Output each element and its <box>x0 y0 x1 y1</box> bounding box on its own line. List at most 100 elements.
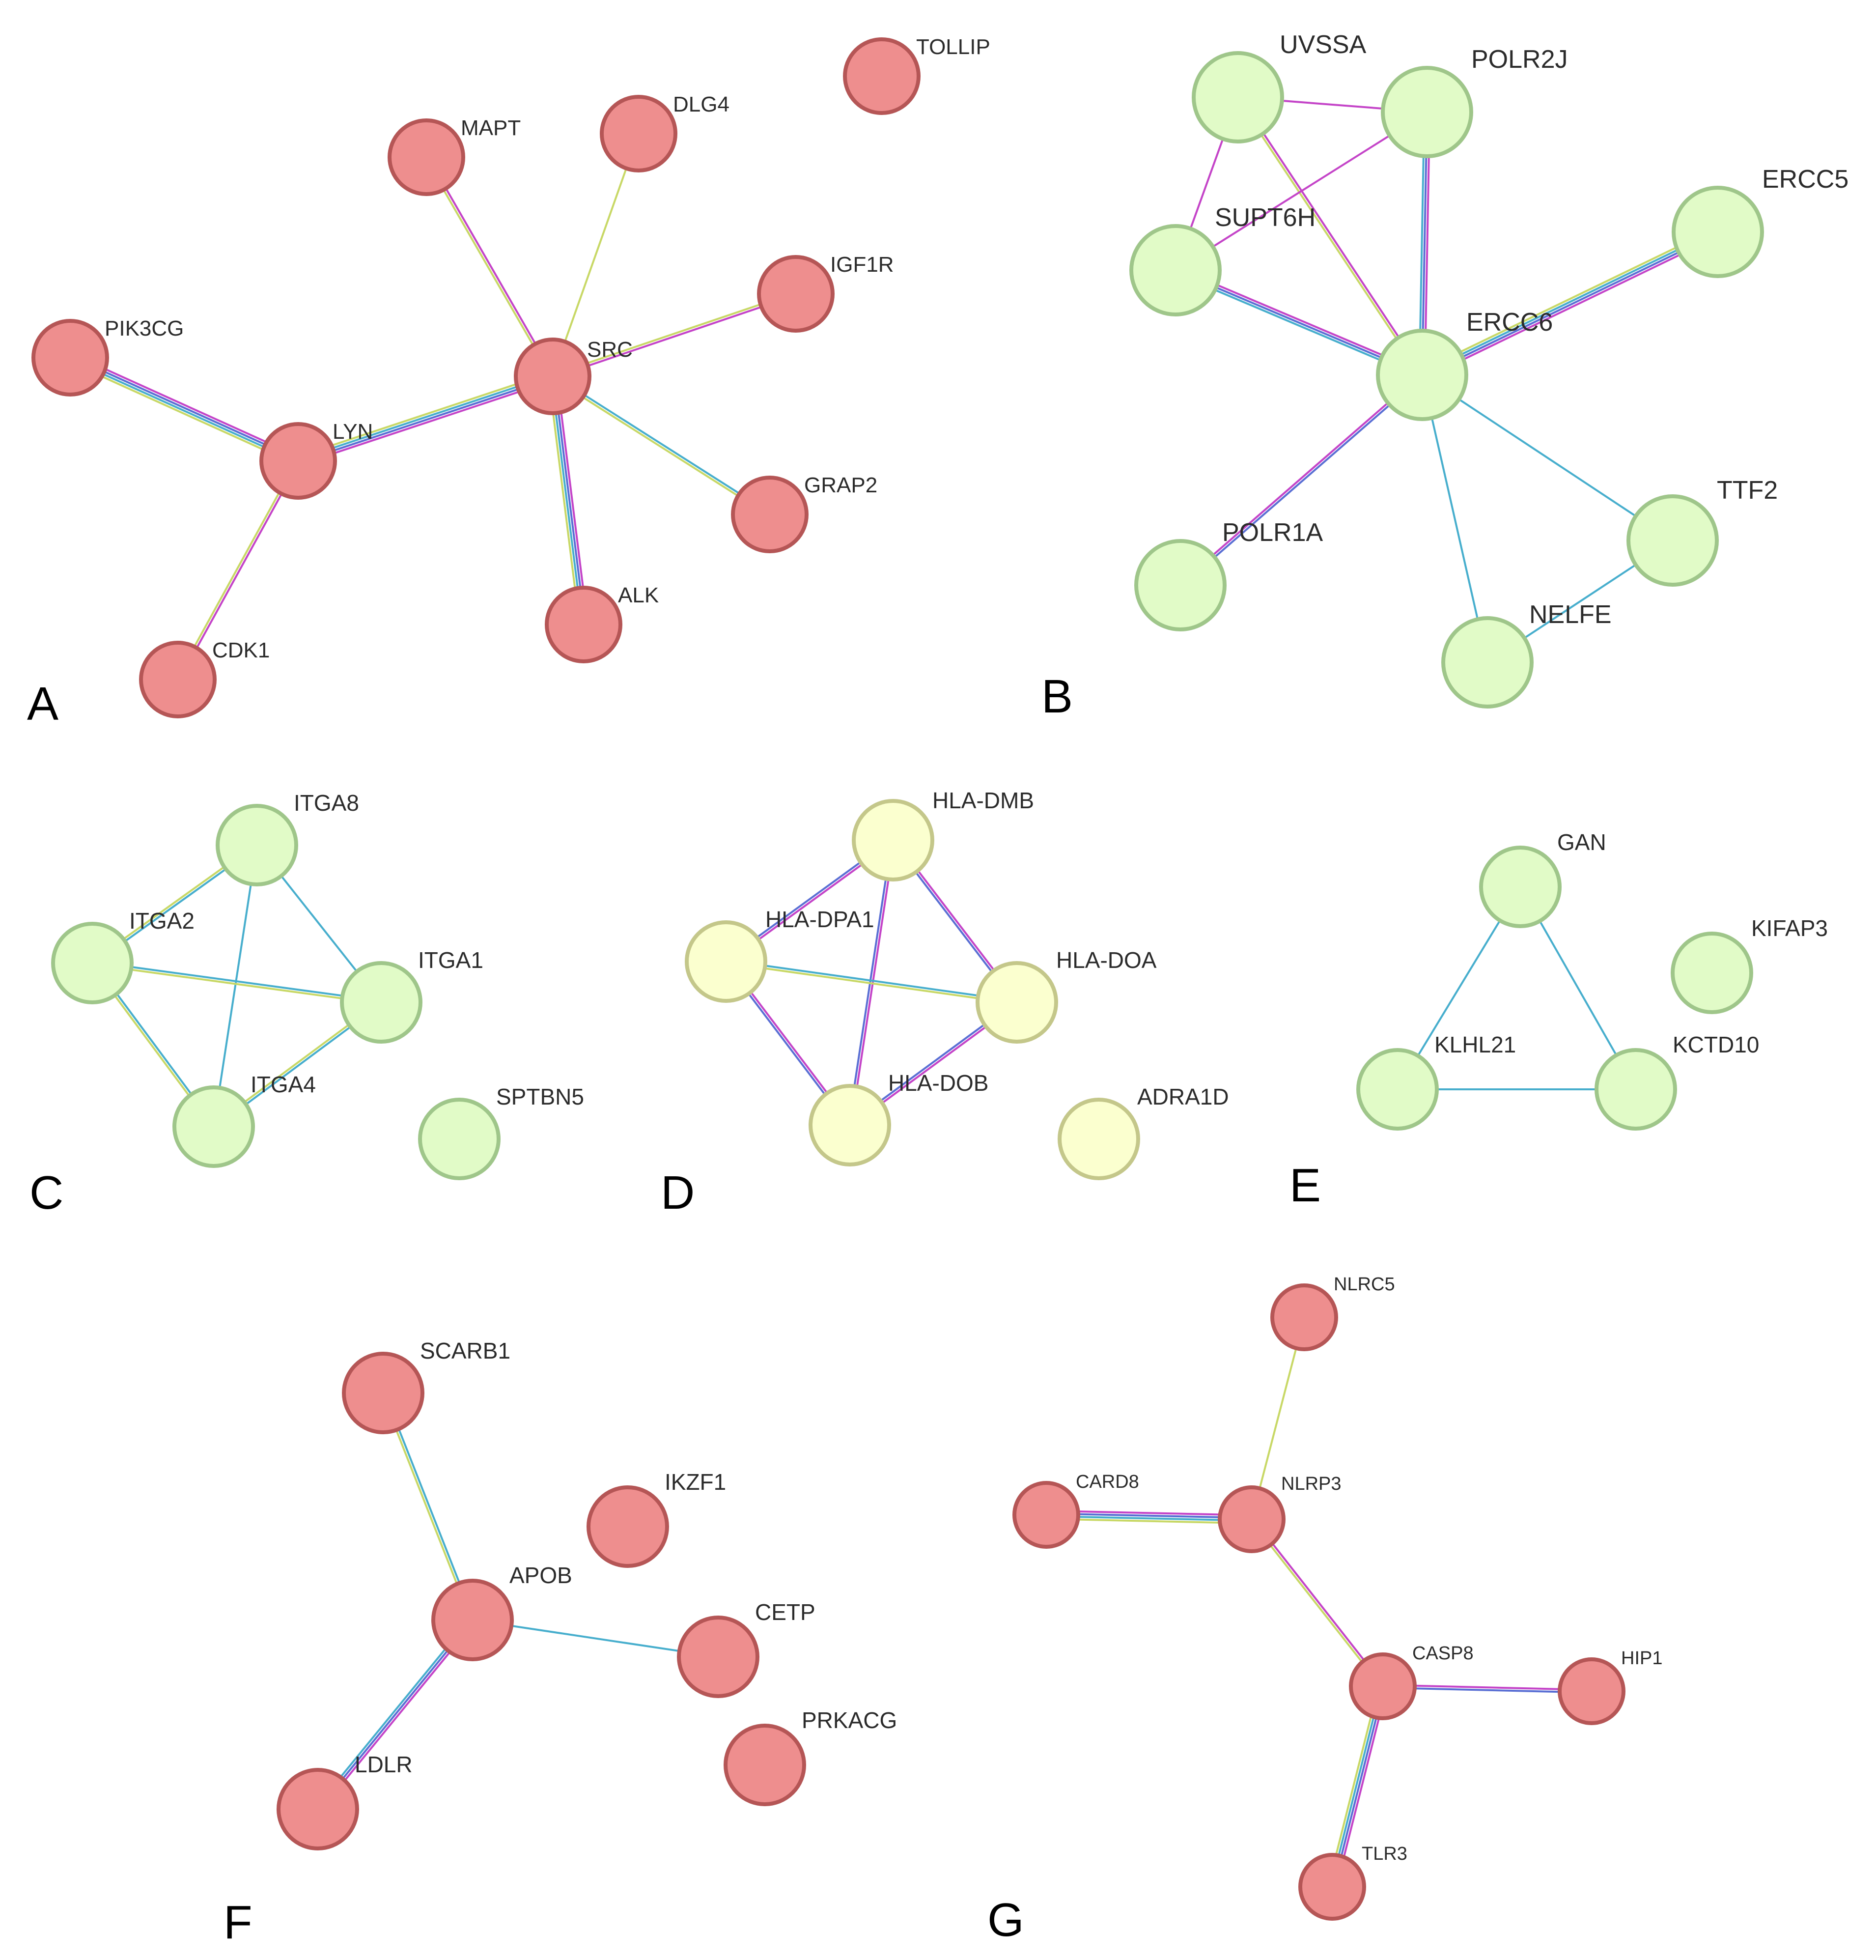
node-hla-dpa1 <box>685 920 767 1003</box>
edges-layer <box>68 96 1720 1888</box>
edge-strand-purple <box>1046 1509 1252 1516</box>
edge-g-card8-nlrp3 <box>1046 1509 1252 1525</box>
edge-strand-yellow <box>726 962 1017 1005</box>
node-polr1a <box>1134 539 1227 631</box>
node-label-alk: ALK <box>618 583 659 607</box>
edge-f-apob-cetp <box>472 1619 719 1658</box>
node-label-src: SRC <box>587 338 633 362</box>
edge-strand-cyan <box>553 374 771 514</box>
node-kctd10 <box>1595 1048 1677 1131</box>
node-mapt <box>388 118 465 196</box>
edge-strand-purple <box>1178 373 1422 585</box>
node-casp8 <box>1349 1652 1417 1720</box>
node-label-dlg4: DLG4 <box>673 92 729 116</box>
node-label-pik3cg: PIK3CG <box>105 316 184 341</box>
node-label-nlrp3: NLRP3 <box>1281 1474 1342 1494</box>
edge-strand-purple <box>71 353 301 458</box>
node-adra1d <box>1058 1098 1140 1180</box>
panel-letter-d: D <box>661 1166 695 1219</box>
edge-b-ercc6-ttf2 <box>1421 374 1674 541</box>
node-label-ercc5: ERCC5 <box>1762 165 1848 194</box>
node-itga4 <box>172 1085 255 1168</box>
node-label-supt6h: SUPT6H <box>1215 203 1316 232</box>
node-itga1 <box>340 961 422 1044</box>
edge-strand-purple <box>556 375 589 625</box>
edge-strand-cyan <box>1421 374 1674 541</box>
node-label-lyn: LYN <box>333 420 373 444</box>
node-label-gan: GAN <box>1557 829 1606 855</box>
panel-letter-e: E <box>1289 1159 1321 1212</box>
node-ercc6 <box>1376 329 1468 421</box>
node-label-tollip: TOLLIP <box>916 35 990 59</box>
node-prkacg <box>724 1724 806 1806</box>
edge-strand-yellow <box>552 133 640 377</box>
node-hla-dob <box>809 1084 891 1166</box>
edge-strand-blue <box>298 376 554 463</box>
node-label-uvssa: UVSSA <box>1280 30 1367 59</box>
node-label-cetp: CETP <box>755 1599 815 1625</box>
node-label-sptbn5: SPTBN5 <box>496 1084 584 1109</box>
edge-b-ercc6-nelfe <box>1421 374 1488 663</box>
node-nelfe <box>1441 616 1534 709</box>
node-label-igf1r: IGF1R <box>830 253 894 277</box>
node-hip1 <box>1558 1657 1625 1725</box>
edge-strand-cyan <box>1046 1515 1252 1522</box>
edge-strand-yellow <box>1046 1518 1252 1525</box>
node-label-hla-dpa1: HLA-DPA1 <box>765 907 874 932</box>
panel-letter-b: B <box>1041 670 1073 723</box>
node-label-grap2: GRAP2 <box>804 473 877 497</box>
edge-a-src-alk <box>547 375 589 625</box>
node-itga8 <box>216 804 298 886</box>
node-card8 <box>1012 1481 1080 1549</box>
node-hla-dmb <box>852 799 934 881</box>
edge-strand-yellow <box>424 157 553 378</box>
node-klhl21 <box>1356 1048 1439 1131</box>
edge-strand-blue <box>1382 1686 1592 1694</box>
panel-letter-a: A <box>27 678 58 730</box>
edge-b-supt6h-polr2j <box>1175 111 1428 271</box>
edge-strand-cyan <box>1330 1685 1383 1887</box>
node-ldlr <box>277 1768 359 1850</box>
panel-letter-g: G <box>987 1894 1024 1946</box>
node-ikzf1 <box>587 1485 669 1568</box>
edge-a-lyn-cdk1 <box>175 459 301 681</box>
edge-a-dlg4-src <box>552 133 640 377</box>
edge-strand-purple <box>178 461 301 681</box>
node-cdk1 <box>139 641 217 718</box>
node-label-ercc6: ERCC6 <box>1466 308 1553 337</box>
edge-strand-cyan <box>92 961 382 1002</box>
edge-strand-yellow <box>1250 1519 1383 1688</box>
edge-c-itga8-itga4 <box>213 845 258 1127</box>
node-polr2j <box>1381 66 1473 158</box>
edge-b-polr1a-ercc6 <box>1178 373 1424 587</box>
nodes-layer <box>31 37 1764 1921</box>
edge-strand-yellow <box>175 459 298 680</box>
node-supt6h <box>1129 224 1222 316</box>
node-nlrc5 <box>1270 1283 1338 1351</box>
node-label-ttf2: TTF2 <box>1717 476 1778 505</box>
edge-g-casp8-hip1 <box>1382 1684 1592 1694</box>
node-label-ikzf1: IKZF1 <box>665 1469 726 1495</box>
edge-strand-blue <box>1332 1686 1385 1888</box>
node-label-nlrc5: NLRC5 <box>1334 1274 1395 1295</box>
edge-strand-yellow <box>92 963 381 1005</box>
edge-strand-purple <box>1252 1518 1385 1686</box>
node-label-polr2j: POLR2J <box>1471 45 1568 74</box>
node-label-itga8: ITGA8 <box>294 790 359 816</box>
edge-strand-yellow <box>1236 97 1422 376</box>
node-label-scarb1: SCARB1 <box>420 1338 510 1363</box>
node-uvssa <box>1192 51 1284 143</box>
node-label-hip1: HIP1 <box>1621 1648 1662 1669</box>
edge-strand-yellow <box>68 360 297 466</box>
edge-a-pik3cg-lyn <box>68 353 301 466</box>
node-pik3cg <box>31 319 109 397</box>
labels-layer: TOLLIPMAPTDLG4IGF1RPIK3CGSRCLYNGRAP2ALKC… <box>105 30 1848 1864</box>
edge-g-casp8-tlr3 <box>1327 1685 1388 1888</box>
node-alk <box>545 586 622 663</box>
node-label-kifap3: KIFAP3 <box>1751 915 1828 941</box>
node-hla-doa <box>976 961 1058 1044</box>
edge-strand-purple <box>1423 234 1720 380</box>
edge-a-src-lyn <box>296 371 555 466</box>
node-label-casp8: CASP8 <box>1412 1643 1474 1664</box>
